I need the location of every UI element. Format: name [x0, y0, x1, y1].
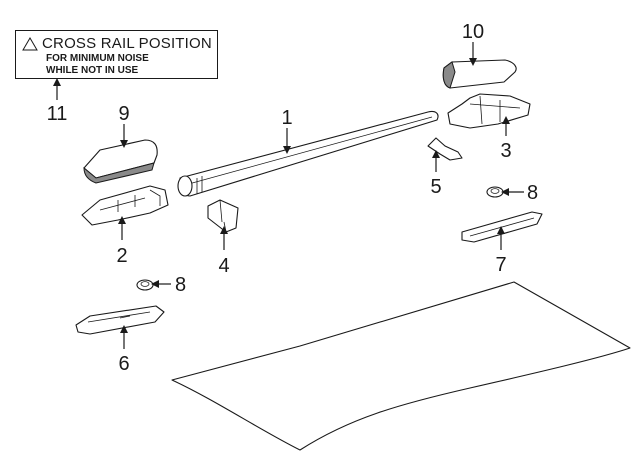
callout-3: 3	[500, 140, 511, 162]
cross-rail	[177, 110, 439, 197]
washer-left	[136, 279, 154, 291]
callout-11: 11	[47, 103, 68, 125]
warning-label-title: CROSS RAIL POSITION	[42, 35, 212, 52]
roof-panel	[171, 281, 631, 451]
callout-6: 6	[118, 353, 129, 375]
rail-support-right	[447, 93, 531, 129]
warning-triangle-icon	[22, 37, 38, 51]
callout-7: 7	[495, 254, 506, 276]
callouts: 1 2 3 4 5 6 7 8 8 9 10 11	[47, 21, 539, 375]
callout-10: 10	[462, 21, 484, 43]
callout-4: 4	[218, 255, 229, 277]
callout-8-right: 8	[527, 182, 538, 204]
callout-9: 9	[118, 103, 129, 125]
rail-support-left	[81, 185, 169, 226]
end-cover-left	[83, 139, 158, 184]
callout-5: 5	[430, 176, 441, 198]
warning-label: CROSS RAIL POSITION FOR MINIMUM NOISE WH…	[15, 30, 218, 79]
warning-label-line1: FOR MINIMUM NOISE	[46, 53, 149, 64]
base-plate-right	[461, 211, 543, 243]
base-plate-left	[75, 305, 165, 335]
warning-label-line2: WHILE NOT IN USE	[46, 65, 139, 76]
end-cover-right	[442, 59, 517, 89]
washer-right	[486, 186, 504, 198]
callout-2: 2	[116, 245, 127, 267]
callout-1: 1	[281, 107, 292, 129]
callout-8-left: 8	[175, 274, 186, 296]
bracket	[207, 199, 239, 233]
clip	[427, 137, 463, 161]
leader-lines	[53, 42, 524, 349]
